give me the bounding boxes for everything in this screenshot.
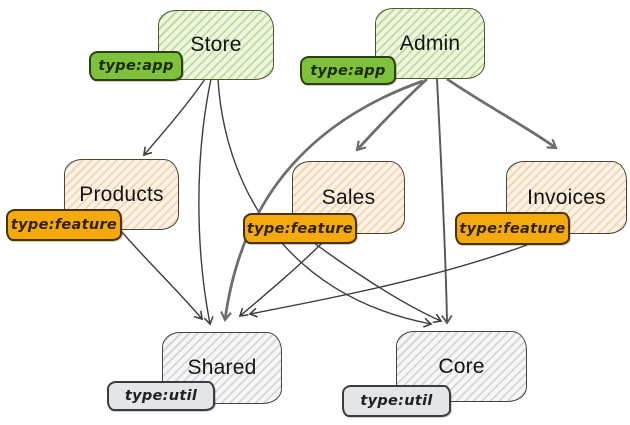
edge-products-shared [120, 230, 202, 319]
node-shared-label: Shared [187, 356, 257, 379]
node-core-label: Core [438, 354, 485, 378]
tag-badge-store: type:app [89, 51, 183, 81]
tag-badge-admin-label: type:app [310, 62, 386, 79]
edge-store-products [144, 78, 206, 155]
edge-admin-sales [355, 77, 428, 152]
tag-badge-sales: type:feature [243, 213, 357, 244]
tag-badge-invoices-label: type:feature [459, 220, 566, 237]
tag-badge-products-label: type:feature [10, 217, 118, 233]
node-sales-label: Sales [321, 185, 376, 209]
edge-admin-core [436, 78, 447, 323]
node-products[interactable]: Products [64, 159, 179, 230]
tag-badge-core: type:util [342, 385, 451, 417]
edge-admin-invoices [446, 77, 558, 150]
edge-sales-core [301, 233, 441, 321]
tag-badge-shared-label: type:util [124, 388, 198, 404]
tag-badge-store-label: type:app [98, 58, 174, 74]
tag-badge-core-label: type:util [360, 393, 433, 409]
tag-badge-shared: type:util [107, 381, 215, 411]
edge-invoices-shared [250, 244, 528, 314]
node-admin[interactable]: Admin [375, 8, 485, 79]
tag-badge-sales-label: type:feature [246, 220, 354, 237]
edge-admin-shared [220, 79, 424, 323]
node-invoices-label: Invoices [527, 185, 606, 209]
node-store-label: Store [190, 33, 242, 56]
node-products-label: Products [79, 182, 164, 206]
tag-badge-products: type:feature [6, 209, 122, 241]
node-admin-label: Admin [399, 31, 461, 55]
edge-store-shared [198, 78, 211, 324]
tag-badge-admin: type:app [300, 56, 396, 85]
tag-badge-invoices: type:feature [455, 212, 570, 245]
